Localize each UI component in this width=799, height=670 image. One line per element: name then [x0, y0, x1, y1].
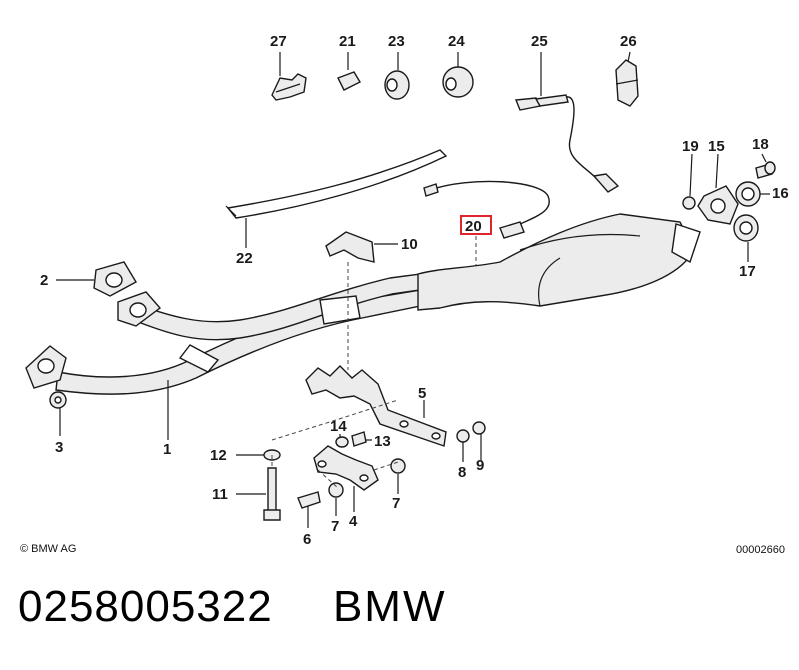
label-6: 6: [303, 531, 311, 548]
label-23: 23: [388, 33, 405, 50]
label-15: 15: [708, 138, 725, 155]
part-7-nut: [328, 482, 344, 498]
part-15-flange: [697, 185, 739, 225]
part-caption: 0258005322 BMW: [18, 582, 788, 646]
part-18-bolt: [755, 161, 776, 179]
flange-lower: [25, 345, 67, 389]
brand-name: BMW: [332, 582, 447, 631]
part-13-bolt: [351, 431, 367, 447]
label-1: 1: [163, 441, 171, 458]
drawing-code: 00002660: [736, 544, 785, 556]
part-23-nut: [384, 70, 410, 100]
label-3: 3: [55, 439, 63, 456]
label-16: 16: [772, 185, 789, 202]
label-4: 4: [349, 513, 358, 530]
part-3-nut: [49, 391, 67, 409]
label-17: 17: [739, 263, 756, 280]
part-16-seal-ring: [735, 181, 761, 207]
label-5: 5: [418, 385, 426, 402]
label-12: 12: [210, 447, 227, 464]
label-26: 26: [620, 33, 637, 50]
part-10-hanger: [325, 231, 375, 263]
label-22: 22: [236, 250, 253, 267]
part-27-clip: [271, 73, 307, 101]
label-2: 2: [40, 272, 48, 289]
part-21-rubber: [337, 71, 361, 91]
part-25-oxygen-sensor: [515, 94, 620, 193]
label-24: 24: [448, 33, 465, 50]
label-25: 25: [531, 33, 548, 50]
label-19: 19: [682, 138, 699, 155]
part-9-nut: [472, 421, 486, 435]
part-2-gasket: [93, 261, 137, 297]
flange-upper: [117, 291, 162, 327]
catalytic-converter: [417, 213, 701, 311]
label-14: 14: [330, 418, 347, 435]
label-13: 13: [374, 433, 391, 450]
part-20-oxygen-sensor: [423, 180, 550, 239]
part-6-bolt: [297, 491, 321, 509]
part-24-flange-nut: [442, 66, 474, 98]
label-8: 8: [458, 464, 466, 481]
part-17-seal-ring: [733, 214, 759, 242]
part-7-nut-b: [390, 458, 406, 474]
label-9: 9: [476, 457, 484, 474]
label-21: 21: [339, 33, 356, 50]
copyright-text: © BMW AG: [20, 543, 76, 555]
part-19-nut: [682, 196, 696, 210]
label-11: 11: [212, 486, 228, 503]
part-1-front-pipe: [55, 273, 421, 395]
label-20: 20: [465, 218, 482, 235]
part-4-bracket: [313, 445, 379, 491]
part-14-washer: [335, 436, 349, 448]
highlight-box-20: [460, 215, 492, 235]
part-8-washer: [456, 429, 470, 443]
part-22-heat-shield: [225, 149, 448, 219]
exhaust-parts-diagram: 27 21 23 24 25 26 19 15 18 16 17 20 22 1…: [20, 33, 789, 556]
label-7-right: 7: [392, 495, 400, 512]
label-27: 27: [270, 33, 287, 50]
part-number: 0258005322: [18, 582, 273, 631]
part-5-bracket: [305, 365, 447, 447]
part-11-bolt: [263, 467, 281, 521]
part-26-hanger: [615, 59, 639, 107]
label-10: 10: [401, 236, 418, 253]
label-18: 18: [752, 136, 769, 153]
label-7-left: 7: [331, 518, 339, 535]
